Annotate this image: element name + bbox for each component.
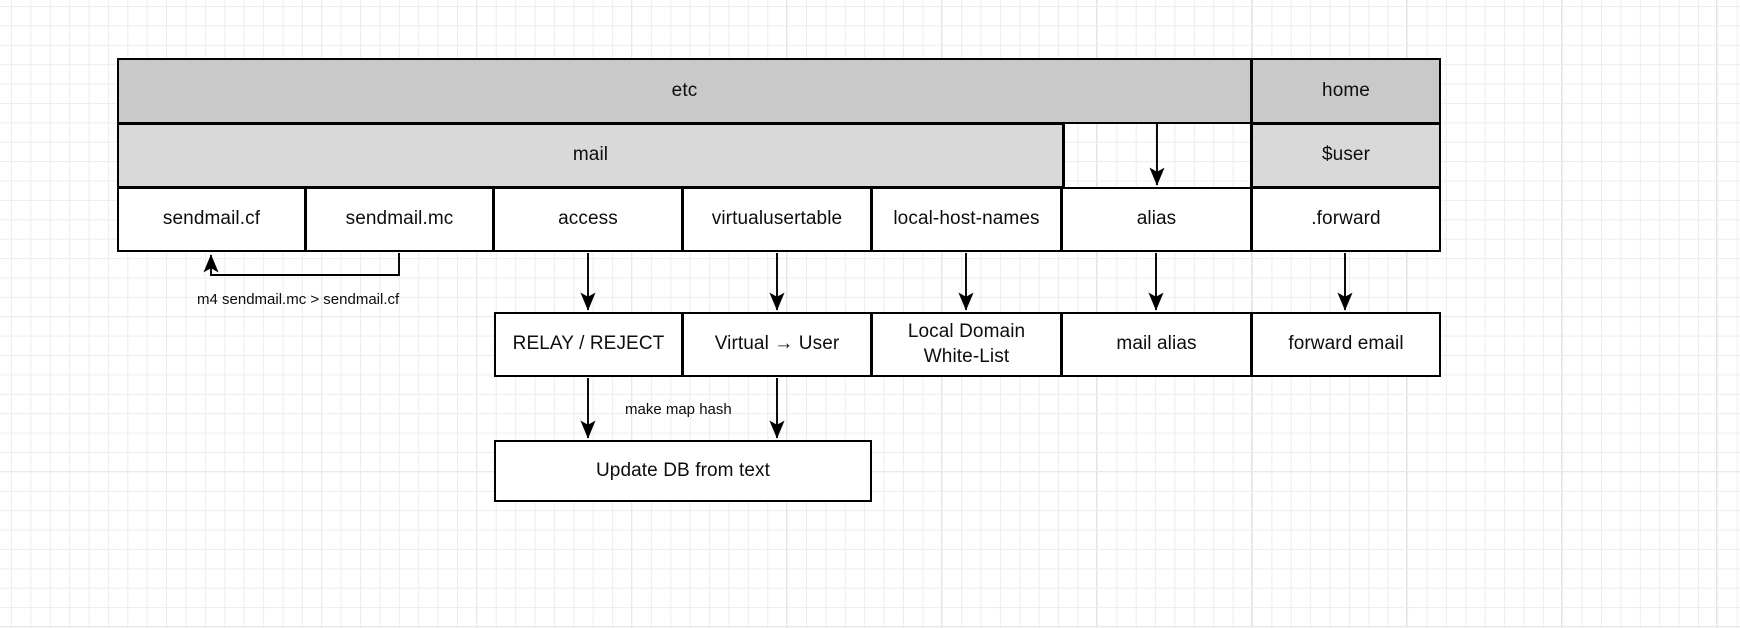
node-relay-reject: RELAY / REJECT [494, 312, 683, 377]
node-update-db: Update DB from text [494, 440, 872, 502]
node-mail: mail [117, 123, 1064, 188]
node-sendmail-mc: sendmail.mc [305, 187, 494, 252]
node-mail-label: mail [572, 144, 609, 166]
node-sendmail-cf-label: sendmail.cf [162, 208, 261, 230]
node-forward-email-label: forward email [1288, 333, 1404, 355]
node-local-domain-white-list-label: Local Domain White-List [907, 321, 1026, 367]
node-sendmail-mc-label: sendmail.mc [345, 208, 454, 230]
node-home: home [1251, 58, 1441, 124]
node-access-label: access [558, 208, 618, 230]
node-update-db-label: Update DB from text [595, 459, 771, 481]
node-forward: .forward [1251, 187, 1441, 252]
node-virtualusertable-label: virtualusertable [711, 208, 843, 230]
node-forward-label: .forward [1311, 208, 1381, 230]
node-user-label: $user [1321, 144, 1371, 166]
node-alias: alias [1061, 187, 1252, 252]
node-virtual-user: Virtual → User [682, 312, 872, 377]
node-virtualusertable: virtualusertable [682, 187, 872, 252]
edge-label-makemap: make map hash [625, 401, 732, 418]
node-sendmail-cf: sendmail.cf [117, 187, 306, 252]
node-alias-label: alias [1136, 208, 1177, 230]
node-local-domain-white-list: Local Domain White-List [871, 312, 1062, 377]
node-virtual-user-label: Virtual → User [714, 333, 840, 355]
node-level2-spacer [1063, 123, 1252, 188]
node-relay-reject-label: RELAY / REJECT [512, 333, 665, 355]
node-local-host-names-label: local-host-names [893, 208, 1040, 230]
arrow-m4-sendmailmc-to-sendmailcf [203, 253, 400, 276]
node-local-host-names: local-host-names [871, 187, 1062, 252]
node-forward-email: forward email [1251, 312, 1441, 377]
edge-label-m4: m4 sendmail.mc > sendmail.cf [197, 291, 400, 308]
node-etc: etc [117, 58, 1252, 124]
node-access: access [493, 187, 683, 252]
node-mail-alias-label: mail alias [1116, 333, 1197, 355]
node-home-label: home [1322, 79, 1370, 101]
node-mail-alias: mail alias [1061, 312, 1252, 377]
node-user: $user [1251, 123, 1441, 188]
node-etc-label: etc [671, 79, 698, 101]
